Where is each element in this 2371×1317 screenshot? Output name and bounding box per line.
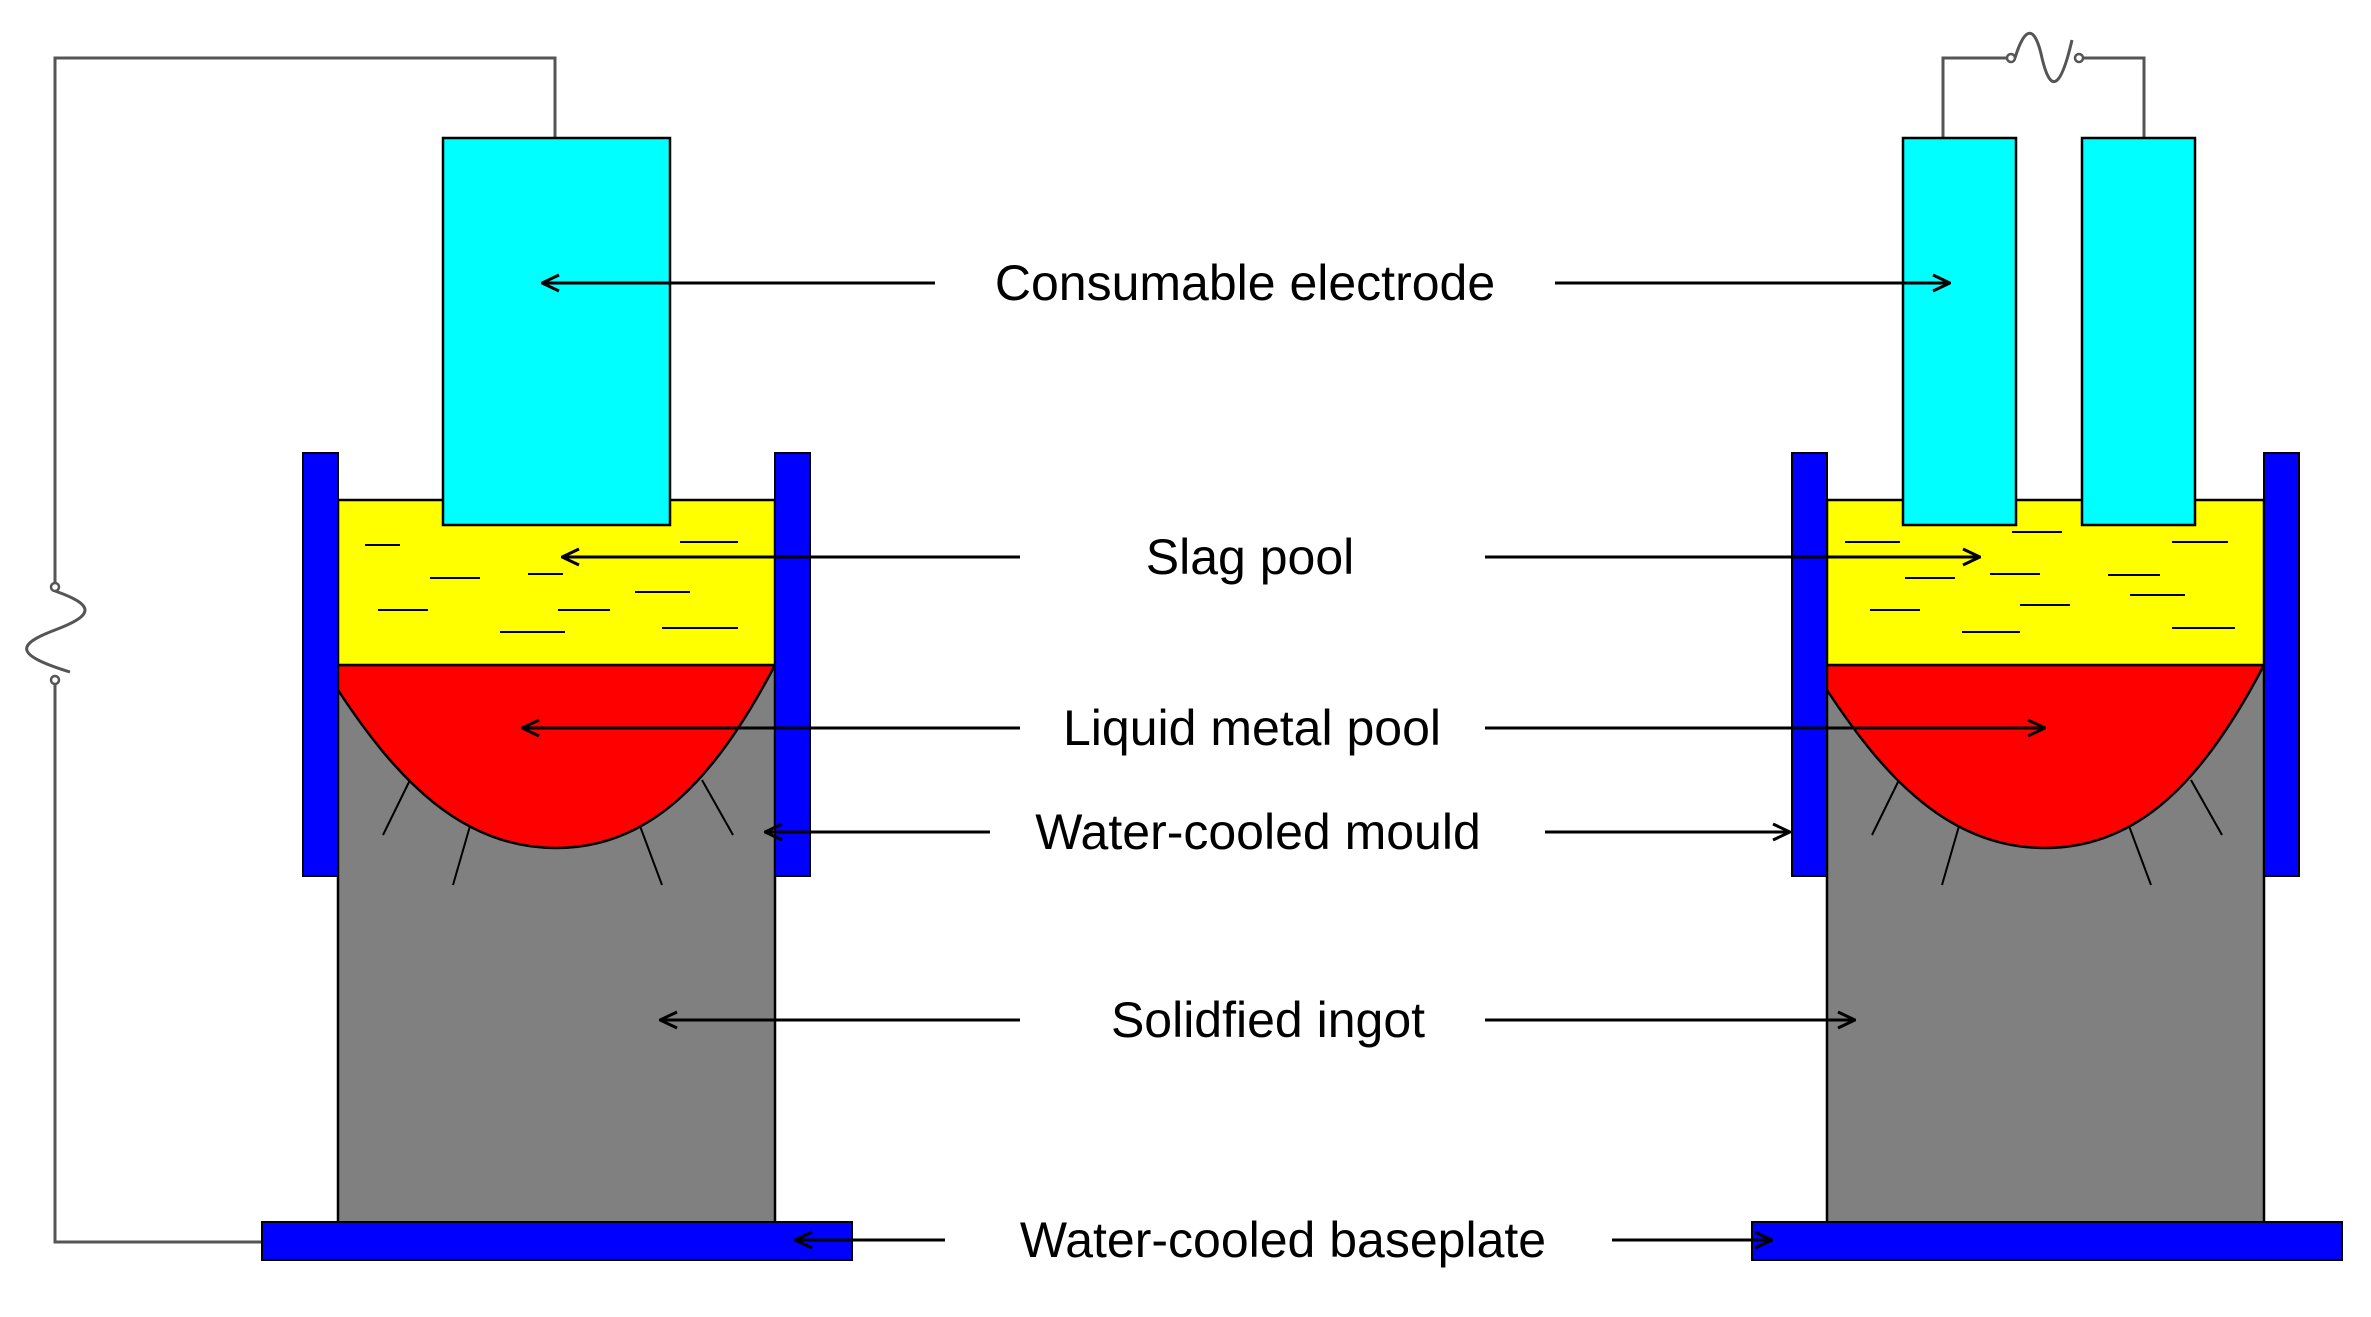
right-slag-dashes — [1845, 531, 2235, 633]
left-slag-dashes — [365, 541, 738, 633]
right-furnace — [1751, 32, 2343, 1261]
right-circuit-wire-left — [1941, 56, 2007, 138]
right-circuit-wire-right — [2083, 56, 2146, 138]
right-dendrites — [1871, 779, 2223, 886]
left-circuit-wire — [53, 56, 557, 583]
left-ac-source-icon — [25, 581, 87, 686]
right-baseplate — [1751, 1221, 2343, 1261]
annotation-labels: Consumable electrode Slag pool Liquid me… — [995, 255, 1546, 1268]
right-slag-pool — [1825, 498, 2266, 667]
left-slag-pool — [336, 498, 777, 667]
left-mould-wall-right — [774, 452, 811, 877]
left-furnace — [25, 56, 853, 1261]
right-ac-source-icon — [2005, 32, 2085, 83]
label-slag-pool: Slag pool — [1146, 529, 1355, 585]
left-mould-wall-left — [302, 452, 339, 877]
label-consumable-electrode: Consumable electrode — [995, 255, 1495, 311]
left-dendrites — [382, 779, 734, 886]
right-liquid-metal-pool — [1825, 663, 2267, 850]
label-water-cooled-baseplate: Water-cooled baseplate — [1020, 1212, 1546, 1268]
right-mould-wall-right — [2263, 452, 2300, 877]
right-consumable-electrode-2 — [2080, 136, 2197, 527]
label-solidified-ingot: Solidfied ingot — [1111, 992, 1425, 1048]
left-circuit-wire-bottom — [53, 680, 262, 1244]
label-liquid-metal-pool: Liquid metal pool — [1063, 700, 1441, 756]
right-consumable-electrode-1 — [1901, 136, 2018, 527]
right-mould-wall-left — [1791, 452, 1828, 877]
annotation-arrows — [522, 283, 2045, 1240]
label-water-cooled-mould: Water-cooled mould — [1035, 804, 1481, 860]
left-liquid-metal-pool — [336, 663, 778, 850]
left-consumable-electrode — [441, 136, 672, 527]
left-baseplate — [261, 1221, 853, 1261]
